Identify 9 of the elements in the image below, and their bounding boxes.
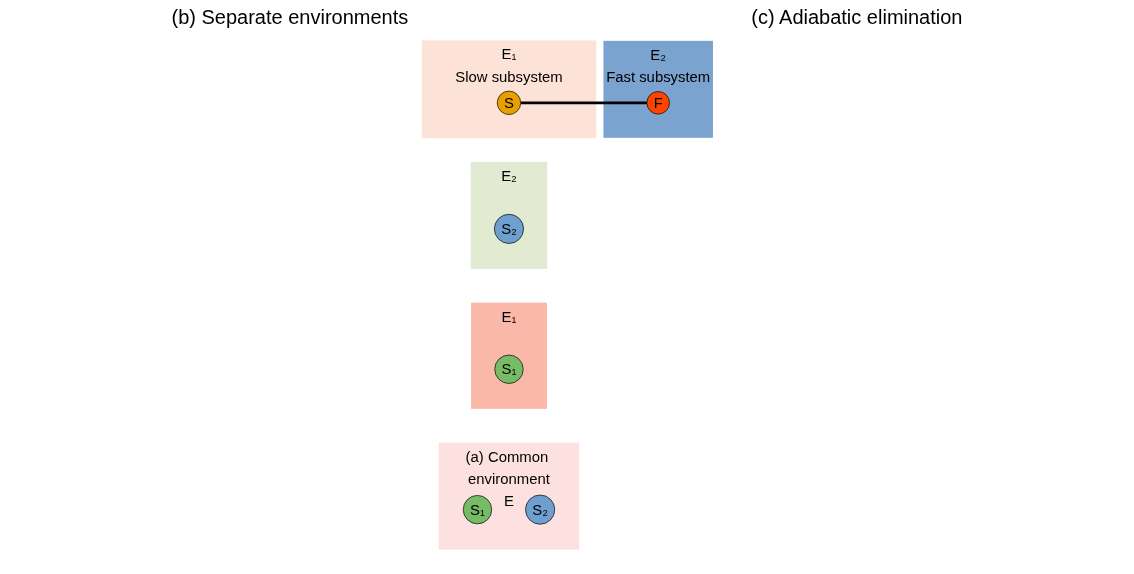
panel-heading: (c) Adiabatic elimination [751, 6, 963, 29]
panel-heading: (b) Separate environments [171, 6, 409, 29]
node-circle: S₁ [494, 354, 524, 384]
connector [520, 101, 647, 105]
node-circle: S₂ [493, 213, 524, 244]
node-circle: S₂ [524, 494, 555, 525]
node-circle: S [496, 90, 521, 115]
node-circle: F [646, 91, 670, 115]
node-circle: S₁ [462, 495, 492, 525]
